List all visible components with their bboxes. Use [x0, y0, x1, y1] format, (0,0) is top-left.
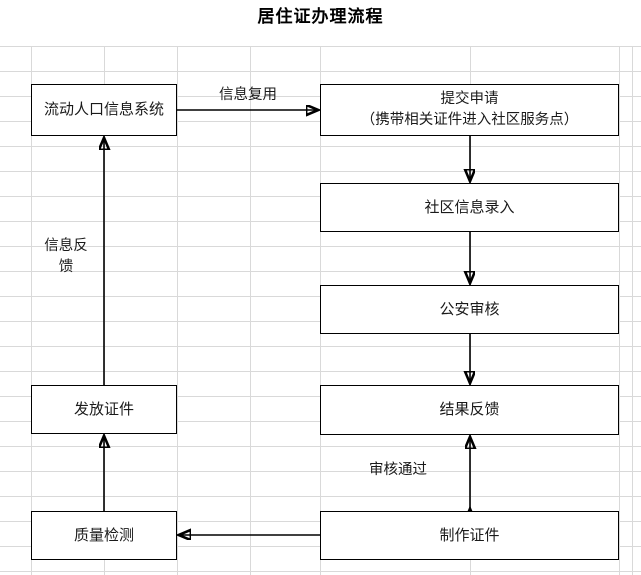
gridline-vertical-3 [250, 46, 251, 575]
node-result-feedback[interactable]: 结果反馈 [320, 385, 619, 435]
node-issue-certificate[interactable]: 发放证件 [31, 385, 177, 434]
gridline-horizontal-496 [0, 496, 641, 497]
gridline-horizontal-46 [0, 46, 641, 47]
gridline-vertical-7 [632, 46, 633, 575]
node-quality-inspection[interactable]: 质量检测 [31, 511, 177, 560]
gridline-horizontal-346 [0, 346, 641, 347]
node-floating-population-system[interactable]: 流动人口信息系统 [31, 84, 177, 136]
gridline-horizontal-571 [0, 571, 641, 572]
edge-label-review-approved: 审核通过 [369, 462, 427, 478]
gridline-horizontal-471 [0, 471, 641, 472]
node-submit-application[interactable]: 提交申请 （携带相关证件进入社区服务点） [320, 84, 619, 136]
node-community-data-entry[interactable]: 社区信息录入 [320, 183, 619, 232]
gridline-vertical-2 [177, 46, 178, 575]
gridline-horizontal-446 [0, 446, 641, 447]
node-make-certificate[interactable]: 制作证件 [320, 511, 619, 560]
edge-label-information-reuse: 信息复用 [219, 87, 277, 103]
gridline-vertical-6 [619, 46, 620, 575]
edge-label-information-feedback: 信息反 馈 [44, 238, 88, 276]
page-title: 居住证办理流程 [257, 7, 384, 27]
node-public-security-review[interactable]: 公安审核 [320, 285, 619, 334]
gridline-horizontal-146 [0, 146, 641, 147]
gridline-horizontal-371 [0, 371, 641, 372]
gridline-horizontal-71 [0, 71, 641, 72]
gridline-horizontal-171 [0, 171, 641, 172]
